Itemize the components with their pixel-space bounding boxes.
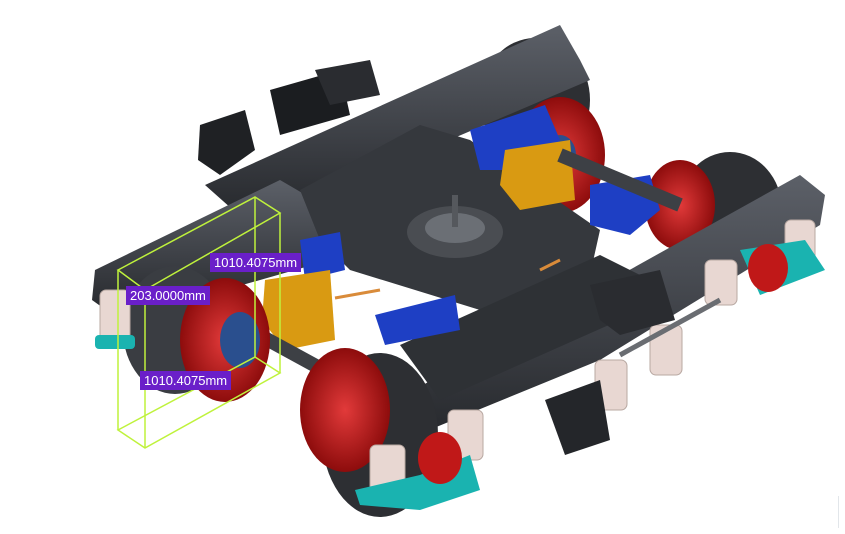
wheel-front	[300, 348, 438, 517]
dimension-label-height[interactable]: 1010.4075mm	[140, 371, 232, 390]
dimension-label-depth[interactable]: 203.0000mm	[126, 286, 210, 305]
rear-equipment	[198, 60, 380, 175]
front-equipment	[334, 258, 722, 455]
viewport-edge-strip	[838, 496, 845, 528]
dimension-label-width[interactable]: 1010.4075mm	[210, 253, 302, 272]
axle-boxes	[418, 244, 788, 484]
